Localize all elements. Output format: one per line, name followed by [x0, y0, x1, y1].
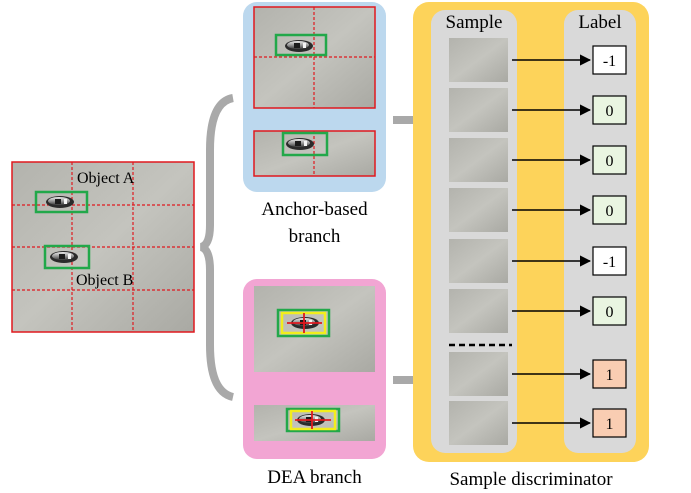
- sample-thumbnail: [449, 289, 508, 333]
- sample-thumbnail: [449, 239, 508, 283]
- object-a-label: Object A: [77, 170, 135, 187]
- sample-rows: -1 0 0 0 -1 0 1 1: [449, 38, 627, 445]
- label-value: 0: [606, 203, 614, 220]
- label-value: 0: [606, 153, 614, 170]
- sample-row: 0: [449, 188, 627, 232]
- sample-header: Sample: [445, 12, 503, 33]
- anchor-grid: [12, 162, 194, 332]
- car-object-b: [50, 251, 78, 263]
- label-value: 1: [606, 367, 614, 384]
- sample-thumbnail: [449, 38, 508, 82]
- object-b-box: [43, 244, 91, 270]
- sample-row: 0: [449, 88, 627, 132]
- sample-row: -1: [449, 38, 627, 82]
- anchor-branch-label-line1: Anchor-based: [261, 199, 368, 220]
- dea-sample-large: [254, 286, 375, 372]
- sample-thumbnail: [449, 188, 508, 232]
- label-value: 0: [606, 304, 614, 321]
- label-box: [592, 359, 627, 389]
- label-box: [592, 195, 627, 225]
- sample-row: 0: [449, 289, 627, 333]
- sample-row: -1: [449, 239, 627, 283]
- label-box: [592, 145, 627, 175]
- label-box: [592, 45, 627, 75]
- anchor-sample-large: [253, 6, 376, 109]
- label-box: [592, 246, 627, 276]
- sample-thumbnail: [449, 352, 508, 396]
- discriminator-title: Sample discriminator: [449, 469, 613, 490]
- label-box: [592, 296, 627, 326]
- anchor-sample-small: [253, 130, 376, 177]
- label-box: [592, 408, 627, 438]
- object-b-label: Object B: [76, 272, 134, 289]
- branch-brace: [199, 94, 235, 401]
- dea-sample-small: [254, 405, 375, 441]
- sample-thumbnail: [449, 401, 508, 445]
- object-a-box: [34, 190, 89, 214]
- label-header: Label: [578, 12, 622, 33]
- label-box: [592, 95, 627, 125]
- anchor-branch-label-line2: branch: [288, 226, 341, 247]
- label-value: 0: [606, 103, 614, 120]
- label-value: -1: [603, 254, 616, 271]
- sample-row: 1: [449, 401, 627, 445]
- dea-branch-label: DEA branch: [267, 467, 362, 488]
- sample-thumbnail: [449, 88, 508, 132]
- source-image: [11, 161, 195, 333]
- sample-row: 1: [449, 352, 627, 396]
- sample-thumbnail: [449, 138, 508, 182]
- label-value: 1: [606, 416, 614, 433]
- sample-row: 0: [449, 138, 627, 182]
- label-value: -1: [603, 53, 616, 70]
- car-object-a: [46, 196, 74, 208]
